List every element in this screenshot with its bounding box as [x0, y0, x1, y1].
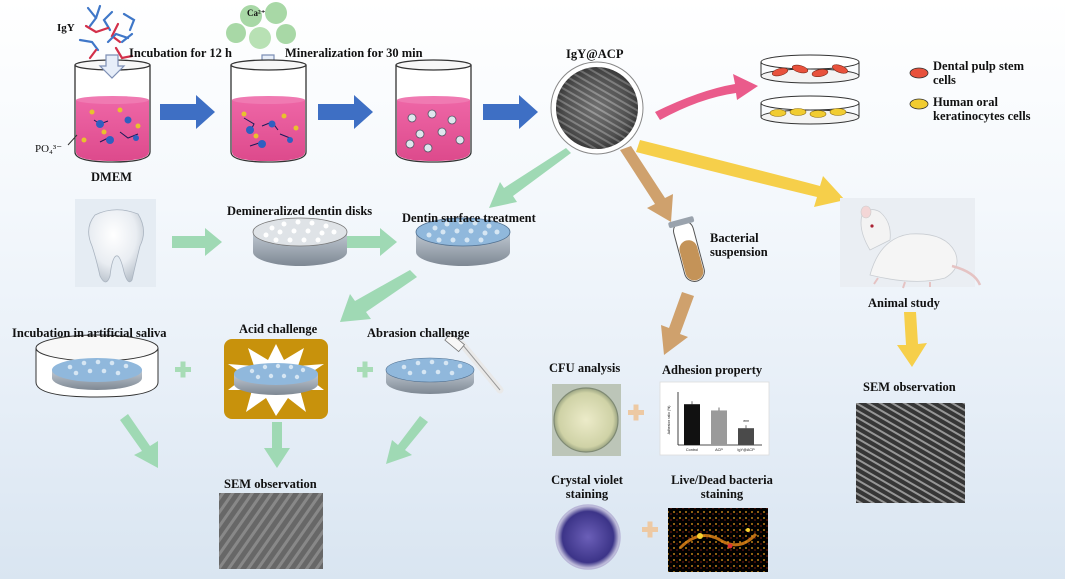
chart-bar — [738, 428, 754, 445]
test-tube-icon — [668, 216, 705, 282]
green-arrow-5 — [120, 414, 158, 468]
chart-category-label: Control — [686, 448, 698, 452]
label-dentin-surface: Dentin surface treatment — [402, 211, 536, 225]
label-sem-right: SEM observation — [863, 380, 956, 394]
beaker-icon — [395, 59, 472, 163]
label-bacterial-suspension: Bacterial suspension — [710, 231, 768, 260]
yellow-arrow-2 — [897, 312, 927, 367]
toothbrush-icon — [444, 332, 504, 394]
green-arrow-7 — [386, 416, 428, 464]
label-dmem: DMEM — [91, 170, 132, 184]
chart-category-label: IgY@ACP — [737, 448, 755, 452]
label-incubation-12h: Incubation for 12 h — [129, 46, 232, 60]
tooth-icon — [75, 199, 156, 287]
chart-ylabel: Adhesion ratio (%) — [667, 406, 671, 435]
label-incubation-saliva: Incubation in artificial saliva — [12, 326, 167, 340]
plus-icon — [642, 521, 658, 538]
green-arrow-4 — [340, 270, 417, 322]
pulp-cell-icon — [909, 67, 929, 79]
label-po4: PO₄³⁻ — [35, 143, 63, 155]
label-dental-pulp: Dental pulp stem cells — [933, 59, 1024, 88]
petri-dish-icon — [760, 54, 860, 84]
label-demineralized-disks: Demineralized dentin disks — [227, 204, 373, 218]
label-acid-challenge: Acid challenge — [239, 322, 318, 336]
down-arrow-1 — [98, 54, 126, 79]
green-arrow-6 — [264, 422, 290, 468]
chart-bar — [684, 404, 700, 445]
label-sem-left: SEM observation — [224, 477, 317, 491]
chart-significance: *** — [743, 420, 749, 426]
chart-bar — [711, 410, 727, 445]
sem-image-right — [856, 403, 965, 503]
label-human-oral: Human oral keratinocytes cells — [933, 95, 1031, 124]
label-crystal-violet: Crystal violet staining — [551, 473, 623, 502]
petri-dish-icon — [760, 95, 860, 125]
label-abrasion-challenge: Abrasion challenge — [367, 326, 470, 340]
chart-category-label: ACP — [715, 448, 723, 452]
keratinocyte-cell-icon — [909, 98, 929, 110]
green-arrow-2 — [172, 228, 222, 256]
tan-arrow-2 — [661, 292, 694, 355]
live-dead-image — [668, 508, 768, 572]
acid-challenge-icon — [224, 339, 328, 419]
label-ca: Ca²⁺ — [247, 8, 266, 18]
label-igy: IgY — [57, 22, 75, 34]
label-mineralization: Mineralization for 30 min — [285, 46, 423, 60]
saliva-dish-icon — [35, 334, 159, 398]
abrasion-disk-icon — [385, 357, 475, 394]
dentin-disk-icon — [252, 217, 348, 266]
plus-icon — [628, 404, 644, 421]
beaker-icon — [230, 59, 307, 163]
yellow-arrow — [636, 140, 845, 207]
igy-acp-sem-icon — [550, 61, 644, 155]
blue-arrows — [160, 95, 538, 129]
sem-image-left — [219, 493, 323, 569]
plus-icon — [175, 361, 191, 378]
tan-arrow-1 — [620, 146, 673, 222]
label-igy-acp: IgY@ACP — [566, 47, 624, 61]
beaker-icon — [67, 59, 151, 163]
pink-arrow — [655, 74, 758, 120]
label-animal-study: Animal study — [868, 296, 940, 310]
label-adhesion-property: Adhesion property — [662, 363, 763, 377]
cfu-plate-icon — [552, 384, 621, 456]
green-arrow-1 — [489, 148, 571, 208]
adhesion-chart: Adhesion ratio (%) Control ACP IgY@ACP *… — [659, 381, 770, 456]
igy-antibody-icon — [78, 4, 136, 60]
crystal-violet-plate-icon — [555, 504, 621, 570]
label-cfu-analysis: CFU analysis — [549, 361, 621, 375]
treated-disk-icon — [415, 217, 511, 266]
calcium-ion-icon — [226, 2, 296, 49]
plus-icon — [357, 361, 373, 378]
green-arrow-3 — [347, 228, 397, 256]
label-live-dead: Live/Dead bacteria staining — [671, 473, 773, 502]
rat-icon — [840, 198, 982, 289]
